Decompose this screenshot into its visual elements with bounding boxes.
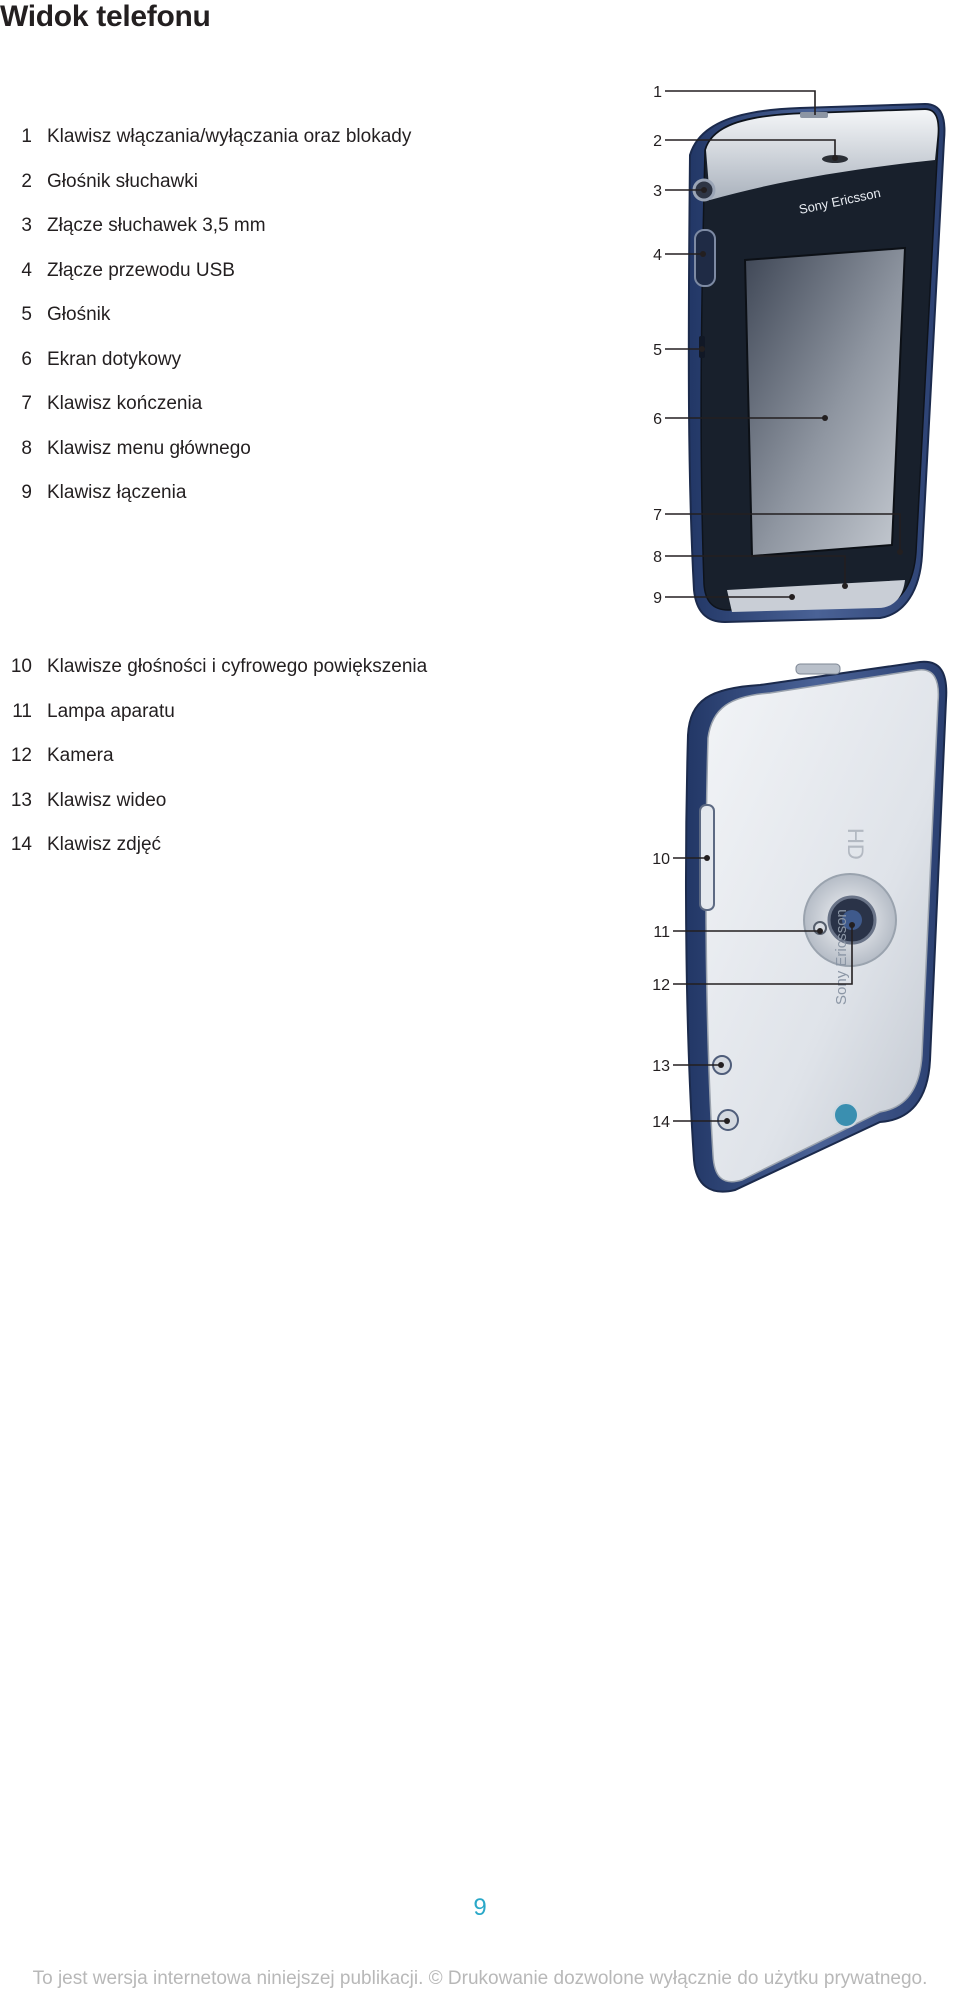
list-item: 3 Złącze słuchawek 3,5 mm [0,204,560,249]
callout-dot [701,187,707,193]
callout-dot [789,594,795,600]
callout-dot [700,251,706,257]
list-item: 9 Klawisz łączenia [0,471,560,516]
callout-number: 13 [652,1058,670,1075]
footer-note: To jest wersja internetowa niniejszej pu… [32,1968,928,1989]
callout-line-12 [673,925,853,985]
item-label: Klawisze głośności i cyfrowego powiększe… [47,656,428,678]
item-label: Kamera [47,745,114,767]
hd-badge-text: HD [843,828,868,860]
callout-dot [704,855,710,861]
list-item: 7 Klawisz kończenia [0,382,560,427]
callout-number: 5 [653,342,662,359]
item-label: Klawisz łączenia [47,482,187,504]
item-number: 5 [21,304,32,326]
back-callout-numbers: 10 11 12 13 14 [652,851,670,1131]
item-number: 14 [10,834,32,856]
callout-dot [718,1062,724,1068]
back-callout-dots [704,855,855,1124]
back-callout-lines [673,857,853,1122]
callout-number: 10 [652,851,670,868]
callout-dot [849,922,855,928]
list-item: 11 Lampa aparatu [0,690,560,735]
callout-number: 1 [653,84,662,101]
list-item: 2 Głośnik słuchawki [0,160,560,205]
callout-line-7 [665,513,901,552]
item-label: Klawisz kończenia [47,393,203,415]
callout-number: 9 [653,590,662,607]
front-phone-illustration: Sony Ericsson [687,102,946,624]
item-label: Klawisz menu głównego [47,437,251,459]
item-number: 13 [10,789,32,811]
page-title: Widok telefonu [0,0,211,33]
touchscreen-shape [743,246,907,558]
item-label: Klawisz zdjęć [47,834,162,856]
item-number: 2 [21,170,32,192]
callout-line-1 [665,90,816,115]
item-number: 9 [21,482,32,504]
back-parts-list: 10 Klawisze głośności i cyfrowego powięks… [0,645,560,868]
callout-number: 2 [653,133,662,150]
callout-number: 4 [653,247,662,264]
page-number: 9 [473,1894,487,1921]
power-key-icon [800,112,828,118]
callout-dot [724,1118,730,1124]
callout-number: 11 [653,924,670,941]
item-label: Klawisz włączania/wyłączania oraz blokad… [47,126,412,148]
list-item: 5 Głośnik [0,293,560,338]
list-item: 14 Klawisz zdjęć [0,823,560,868]
item-number: 12 [10,745,32,767]
front-callout-lines [665,90,901,598]
back-brand-text: Sony Ericsson [833,909,850,1005]
callout-number: 7 [653,507,662,524]
usb-port-icon [694,229,716,287]
item-number: 10 [10,656,32,678]
top-bezel-shape [706,110,938,200]
callout-number: 3 [653,183,662,200]
list-item: 12 Kamera [0,734,560,779]
sony-ericsson-logo-icon [833,1102,859,1128]
item-label: Klawisz wideo [47,789,167,811]
item-number: 8 [21,437,32,459]
item-label: Głośnik [47,304,111,326]
item-number: 3 [21,215,32,237]
callout-dot [817,928,823,934]
callout-number: 14 [652,1114,670,1131]
front-callout-numbers: 1 2 3 4 5 6 7 8 9 [653,84,662,607]
list-item: 8 Klawisz menu głównego [0,427,560,472]
list-item: 1 Klawisz włączania/wyłączania oraz bloka… [0,115,560,160]
callout-line-2 [665,139,836,158]
item-number: 6 [21,348,32,370]
callout-dot [699,346,705,352]
bottom-keys-strip-shape [727,580,905,612]
item-label: Ekran dotykowy [47,348,182,370]
item-number: 1 [21,126,32,148]
callout-number: 6 [653,411,662,428]
callout-number: 8 [653,549,662,566]
callout-dot [897,549,903,555]
list-item: 13 Klawisz wideo [0,779,560,824]
front-parts-list: 1 Klawisz włączania/wyłączania oraz bloka… [0,115,560,516]
callout-dot [832,155,838,161]
item-number: 4 [21,259,32,281]
item-label: Złącze przewodu USB [47,259,235,281]
back-phone-illustration: HD Sony Ericsson [685,660,948,1193]
list-item: 6 Ekran dotykowy [0,338,560,383]
callout-number: 12 [652,977,670,994]
item-number: 7 [21,393,32,415]
list-item: 10 Klawisze głośności i cyfrowego powięks… [0,645,560,690]
item-number: 11 [12,700,32,722]
callout-dot [822,415,828,421]
lens-glass-icon [842,910,862,930]
top-strap-icon [795,663,841,675]
item-label: Głośnik słuchawki [47,170,198,192]
callout-dot [842,583,848,589]
front-callout-dots [699,155,903,600]
item-label: Lampa aparatu [47,700,175,722]
callout-line-8 [665,555,846,586]
item-label: Złącze słuchawek 3,5 mm [47,215,266,237]
list-item: 4 Złącze przewodu USB [0,249,560,294]
